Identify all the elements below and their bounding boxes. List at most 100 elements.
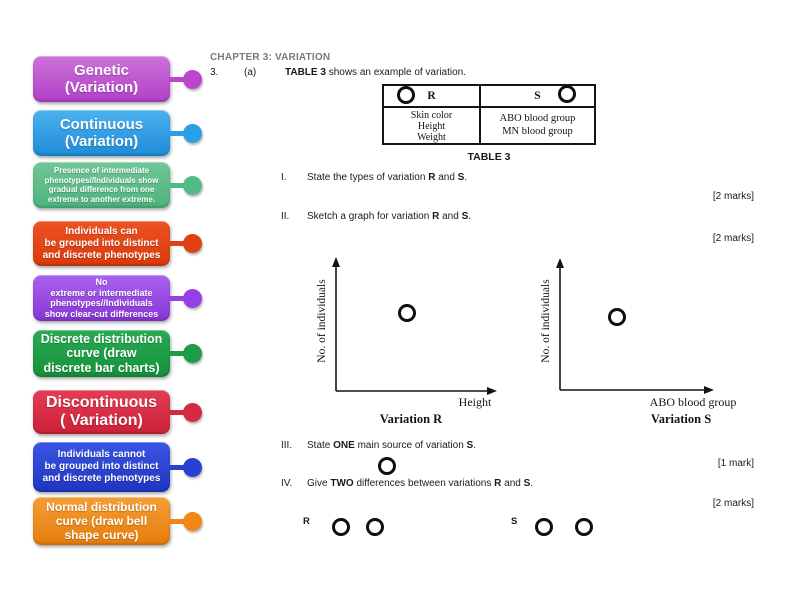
label-card-genetic[interactable]: Genetic (Variation) [33,56,202,102]
label-text: and discrete phenotypes [42,473,161,484]
label-text: Discrete distribution [40,331,163,346]
connector-line [169,351,185,356]
label-text: extreme to another extreme. [47,194,156,204]
label-connector-dot[interactable] [183,402,202,422]
question-intro: 3. (a) TABLE 3 shows an example of variati… [210,67,466,78]
label-card-discontinuous[interactable]: Discontinuous ( Variation) [33,390,202,434]
bold-two: TWO [330,478,354,489]
graph-s-xlabel: ABO blood group [649,395,737,409]
label-card-continuous[interactable]: Continuous (Variation) [33,110,202,156]
label-text: Individuals cannot [57,449,146,460]
bold-s: S [466,440,474,451]
bold-s: S [523,478,531,489]
label-text: be grouped into distinct [44,461,159,472]
chapter-header: CHAPTER 3: VARIATION [210,52,331,63]
table-item: ABO blood group [499,113,576,124]
graph-r-caption: Variation R [379,412,443,426]
label-text: ( Variation) [60,412,143,429]
drop-zone-r-2[interactable] [366,518,384,536]
label-connector-dot[interactable] [183,69,202,89]
drop-zone-s-2[interactable] [575,518,593,536]
question-text: and [501,478,524,489]
label-text: show clear-cut differences [44,308,159,319]
table-header-s: S [534,90,541,102]
label-text: Discontinuous [45,394,158,411]
label-text: Presence of intermediate [53,166,150,175]
bold-r: R [432,211,440,222]
question-ii: II.Sketch a graph for variation R and S. [281,211,471,222]
label-card-intermediate-phenotypes[interactable]: Presence of intermediate phenotypes//Ind… [33,162,202,208]
label-connector-dot[interactable] [183,288,202,308]
connector-line [169,518,185,524]
graph-r-xlabel: Height [458,395,492,409]
answer-label-s: S [511,516,518,527]
label-text: No [95,277,108,287]
question-numeral: II. [281,211,290,222]
question-numeral: IV. [281,478,293,489]
label-card-normal-curve[interactable]: Normal distribution curve (draw bell sha… [33,497,202,545]
question-iv: IV. Give TWO differences between variatio… [281,478,533,489]
label-connector-dot[interactable] [183,511,202,531]
answer-label-r: R [303,516,310,527]
graph-r-ylabel: No. of individuals [316,279,328,363]
label-text: gradual difference from one [48,185,155,194]
table-cell-s-items: ABO blood group MN blood group [481,108,594,143]
connector-line [169,295,185,301]
bold-s: S [461,211,469,222]
label-text: phenotypes//Individuals [50,298,153,308]
drop-zone-graph-r[interactable] [398,304,416,322]
bold-r: R [494,478,502,489]
question-number: 3. [210,67,219,78]
question-text: . [468,211,472,222]
label-card-no-extreme[interactable]: No extreme or intermediate phenotypes//I… [33,275,202,321]
bold-s: S [457,172,465,183]
drop-zone-table-s[interactable] [558,85,576,103]
drop-zone-graph-s[interactable] [608,308,626,326]
connector-line [169,130,185,136]
label-connector-dot[interactable] [183,175,202,195]
label-text: phenotypes//Individuals show [44,175,159,185]
connector-line [169,464,185,470]
label-connector-dot[interactable] [183,344,202,363]
label-connector-dot[interactable] [183,457,202,477]
question-text: Give [307,478,331,489]
table-item: Skin color [410,110,453,121]
question-text: . [530,478,534,489]
label-card-discrete-curve[interactable]: Discrete distribution curve (draw discre… [33,330,202,377]
label-connector-dot[interactable] [183,123,202,143]
marks-q4: [2 marks] [712,498,754,509]
question-part: (a) [244,67,257,78]
label-text: (Variation) [64,79,139,96]
label-text: be grouped into distinct [44,237,159,249]
connector-line [169,76,185,82]
label-text: Genetic [73,61,130,79]
drop-zone-q3[interactable] [378,457,396,475]
label-text: Individuals can [65,225,138,237]
table-item: MN blood group [502,125,573,137]
connector-line [169,241,185,246]
label-text: extreme or intermediate [50,287,153,298]
question-text: . [464,172,468,183]
connector-line [169,182,185,188]
drop-zone-r-1[interactable] [332,518,350,536]
table-ref-bold: TABLE 3 [285,67,326,78]
question-iii: III.State ONE main source of variation S… [281,440,476,451]
graph-s-caption: Variation S [650,412,712,426]
table-item: Height [417,121,446,132]
drop-zone-table-r[interactable] [397,86,415,104]
label-card-grouped-distinct[interactable]: Individuals can be grouped into distinct… [33,221,202,266]
question-numeral: I. [281,172,287,183]
drop-zone-s-1[interactable] [535,518,553,536]
label-connector-dot[interactable] [183,234,202,253]
connector-line [169,409,185,415]
table-item: Weight [417,132,446,143]
question-text: differences between variations [353,478,495,489]
intro-text: shows an example of variation. [325,67,467,78]
label-text: shape curve) [64,528,139,542]
graph-s-ylabel: No. of individuals [540,279,552,363]
question-text: State the types of variation [307,172,429,183]
label-text: curve (draw [66,346,137,361]
label-card-cannot-be-grouped[interactable]: Individuals cannot be grouped into disti… [33,442,202,492]
marks-q1: [2 marks] [712,191,754,202]
